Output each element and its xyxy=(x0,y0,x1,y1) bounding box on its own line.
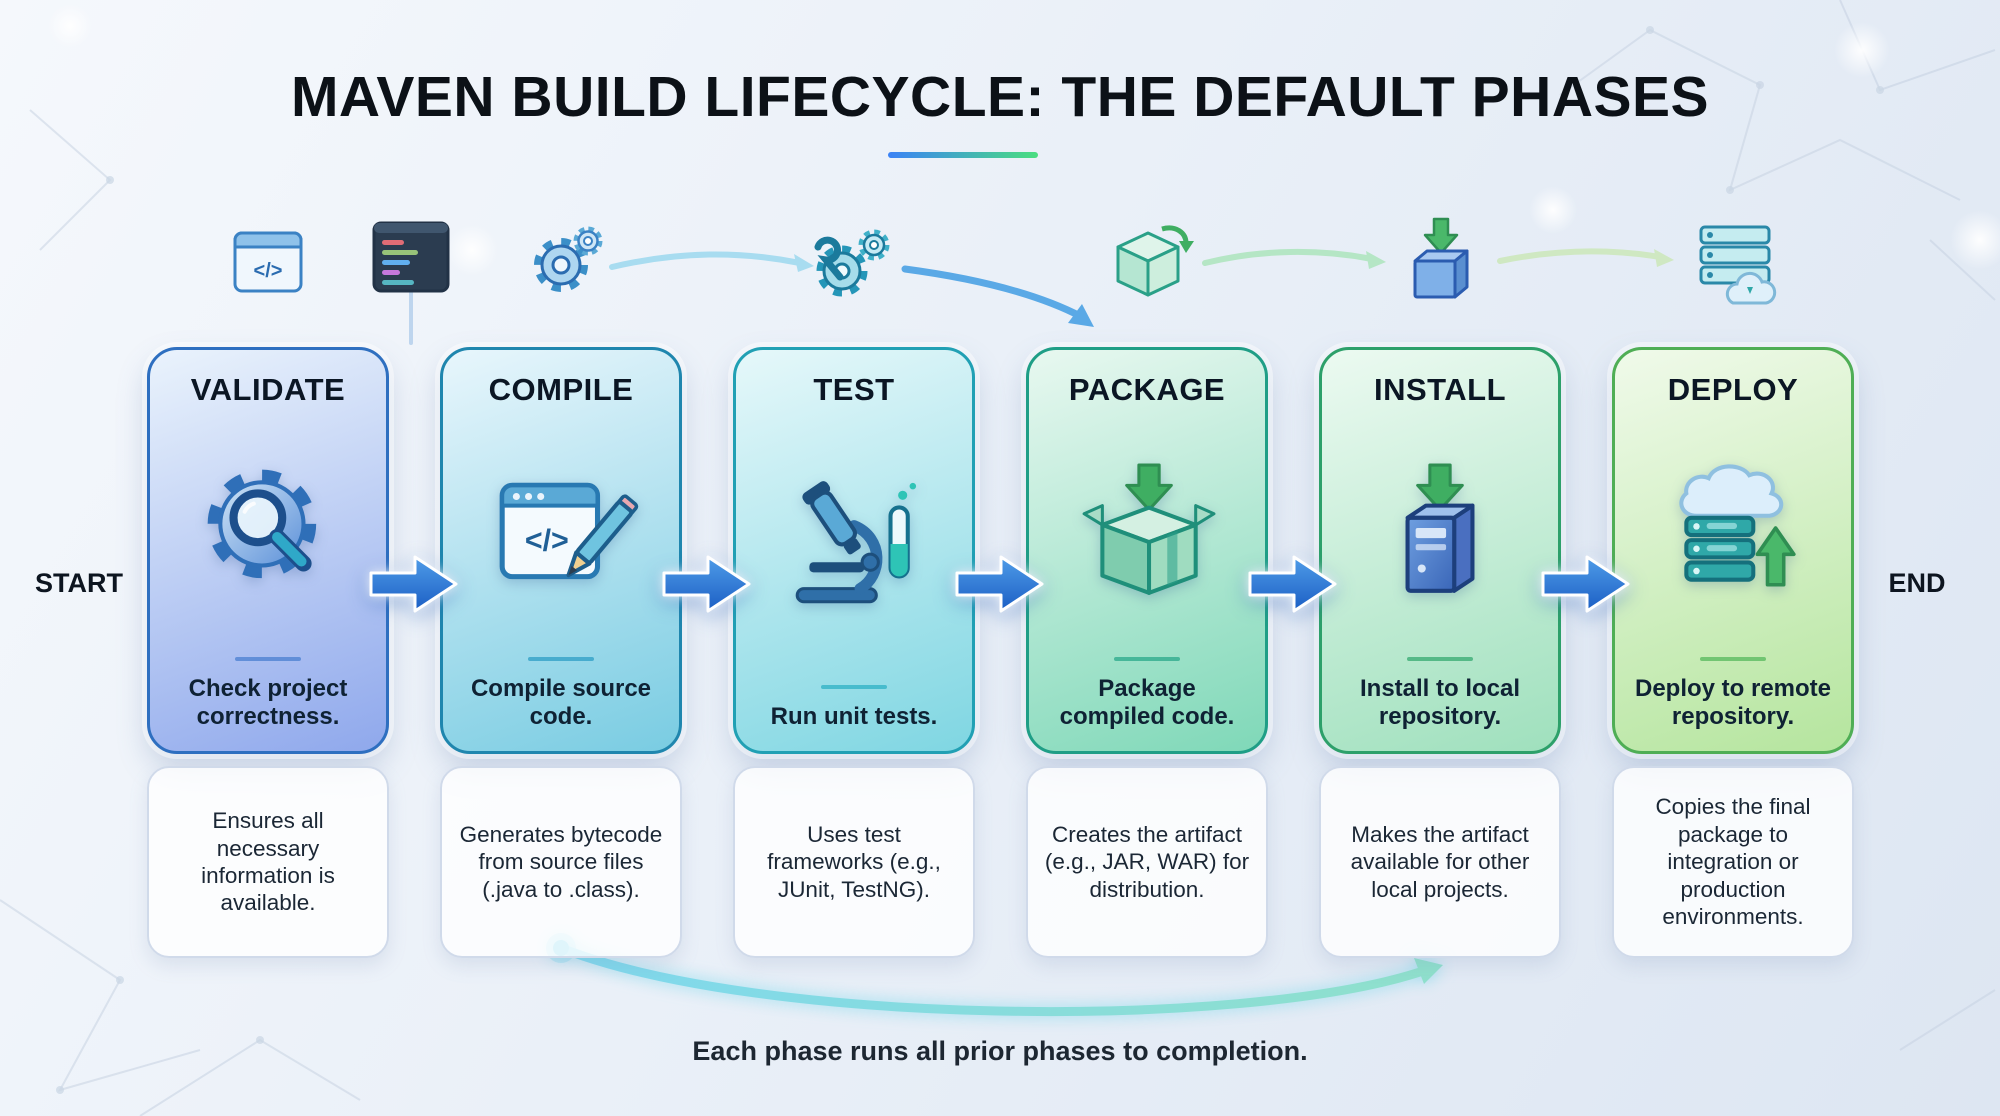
phase-detail-box: Uses test frameworks (e.g., JUnit, TestN… xyxy=(733,766,975,958)
code-editor-icon xyxy=(372,221,450,293)
server-cloud-icon xyxy=(1699,225,1777,305)
phase-detail: Creates the artifact (e.g., JAR, WAR) fo… xyxy=(1044,821,1250,902)
page-title: MAVEN BUILD LIFECYCLE: THE DEFAULT PHASE… xyxy=(290,65,1710,129)
cloud-server-upload-icon xyxy=(1652,408,1814,655)
phase-card: DEPLOY Deploy to remote repository. xyxy=(1612,347,1854,754)
divider xyxy=(821,685,887,690)
phase-detail: Copies the final package to integration … xyxy=(1655,794,1811,930)
server-download-icon xyxy=(1359,408,1521,655)
phase-install: INSTALL Install to local repository. Mak… xyxy=(1319,347,1561,958)
phase-summary: Package compiled code. xyxy=(1059,675,1235,731)
svg-text:</>: </> xyxy=(525,523,569,557)
phase-title: DEPLOY xyxy=(1667,372,1799,407)
top-icon-strip: </> xyxy=(233,217,1777,345)
svg-text:</>: </> xyxy=(254,260,283,282)
phase-detail: Generates bytecode from source files (.j… xyxy=(459,821,663,902)
code-window-pencil-icon: </> xyxy=(480,408,642,655)
divider xyxy=(235,657,301,662)
gear-icon xyxy=(534,226,603,292)
phase-package: PACKAGE Package compiled code. Creates t… xyxy=(1026,347,1268,958)
phase-summary: Compile source code. xyxy=(470,675,652,731)
flow-arrow xyxy=(369,552,459,616)
phase-title: VALIDATE xyxy=(190,372,346,407)
phase-summary: Run unit tests. xyxy=(770,703,938,731)
flow-arrow xyxy=(1248,552,1338,616)
phase-title: PACKAGE xyxy=(1068,372,1226,407)
phase-card: COMPILE </> Compile source code. xyxy=(440,347,682,754)
phase-summary: Install to local repository. xyxy=(1359,675,1521,731)
divider xyxy=(1407,657,1473,662)
phase-title: COMPILE xyxy=(488,372,634,407)
gear-magnifier-icon xyxy=(187,408,349,655)
package-box-icon xyxy=(1066,408,1228,655)
phase-title: INSTALL xyxy=(1373,372,1507,407)
flow-arrow xyxy=(662,552,752,616)
phase-deploy: DEPLOY Deploy to remote repository. Copi… xyxy=(1612,347,1854,958)
gears-wrench-icon xyxy=(814,229,890,297)
phase-detail-box: Generates bytecode from source files (.j… xyxy=(440,766,682,958)
phase-detail: Makes the artifact available for other l… xyxy=(1350,821,1530,902)
phase-detail: Uses test frameworks (e.g., JUnit, TestN… xyxy=(767,821,941,902)
phase-card: TEST R xyxy=(733,347,975,754)
phase-detail-box: Ensures all necessary information is ava… xyxy=(147,766,389,958)
divider xyxy=(1700,657,1766,662)
phase-detail-box: Creates the artifact (e.g., JAR, WAR) fo… xyxy=(1026,766,1268,958)
code-window-icon: </> xyxy=(233,231,303,293)
divider xyxy=(1114,657,1180,662)
install-cube-icon xyxy=(1413,217,1469,299)
phase-detail-box: Copies the final package to integration … xyxy=(1612,766,1854,958)
footer-note: Each phase runs all prior phases to comp… xyxy=(692,1036,1308,1066)
phase-validate: VALIDATE Check project correctness. Ensu… xyxy=(147,347,389,958)
end-label: END xyxy=(1888,568,1946,598)
phase-title: TEST xyxy=(813,372,895,407)
start-label: START xyxy=(35,568,123,598)
divider xyxy=(528,657,594,662)
phase-compile: COMPILE </> Compile source code. xyxy=(440,347,682,958)
phase-detail-box: Makes the artifact available for other l… xyxy=(1319,766,1561,958)
flow-arrow xyxy=(1541,552,1631,616)
package-cube-icon xyxy=(1116,225,1194,297)
phase-card: PACKAGE Package compiled code. xyxy=(1026,347,1268,754)
flow-arrow xyxy=(955,552,1045,616)
title-underline xyxy=(888,152,1038,158)
phase-card: VALIDATE Check project correctness. xyxy=(147,347,389,754)
phase-summary: Deploy to remote repository. xyxy=(1634,675,1832,731)
phase-detail: Ensures all necessary information is ava… xyxy=(201,808,335,916)
phase-card: INSTALL Install to local repository. xyxy=(1319,347,1561,754)
phase-summary: Check project correctness. xyxy=(188,675,348,731)
phase-test: TEST R xyxy=(733,347,975,958)
microscope-icon xyxy=(773,408,935,683)
